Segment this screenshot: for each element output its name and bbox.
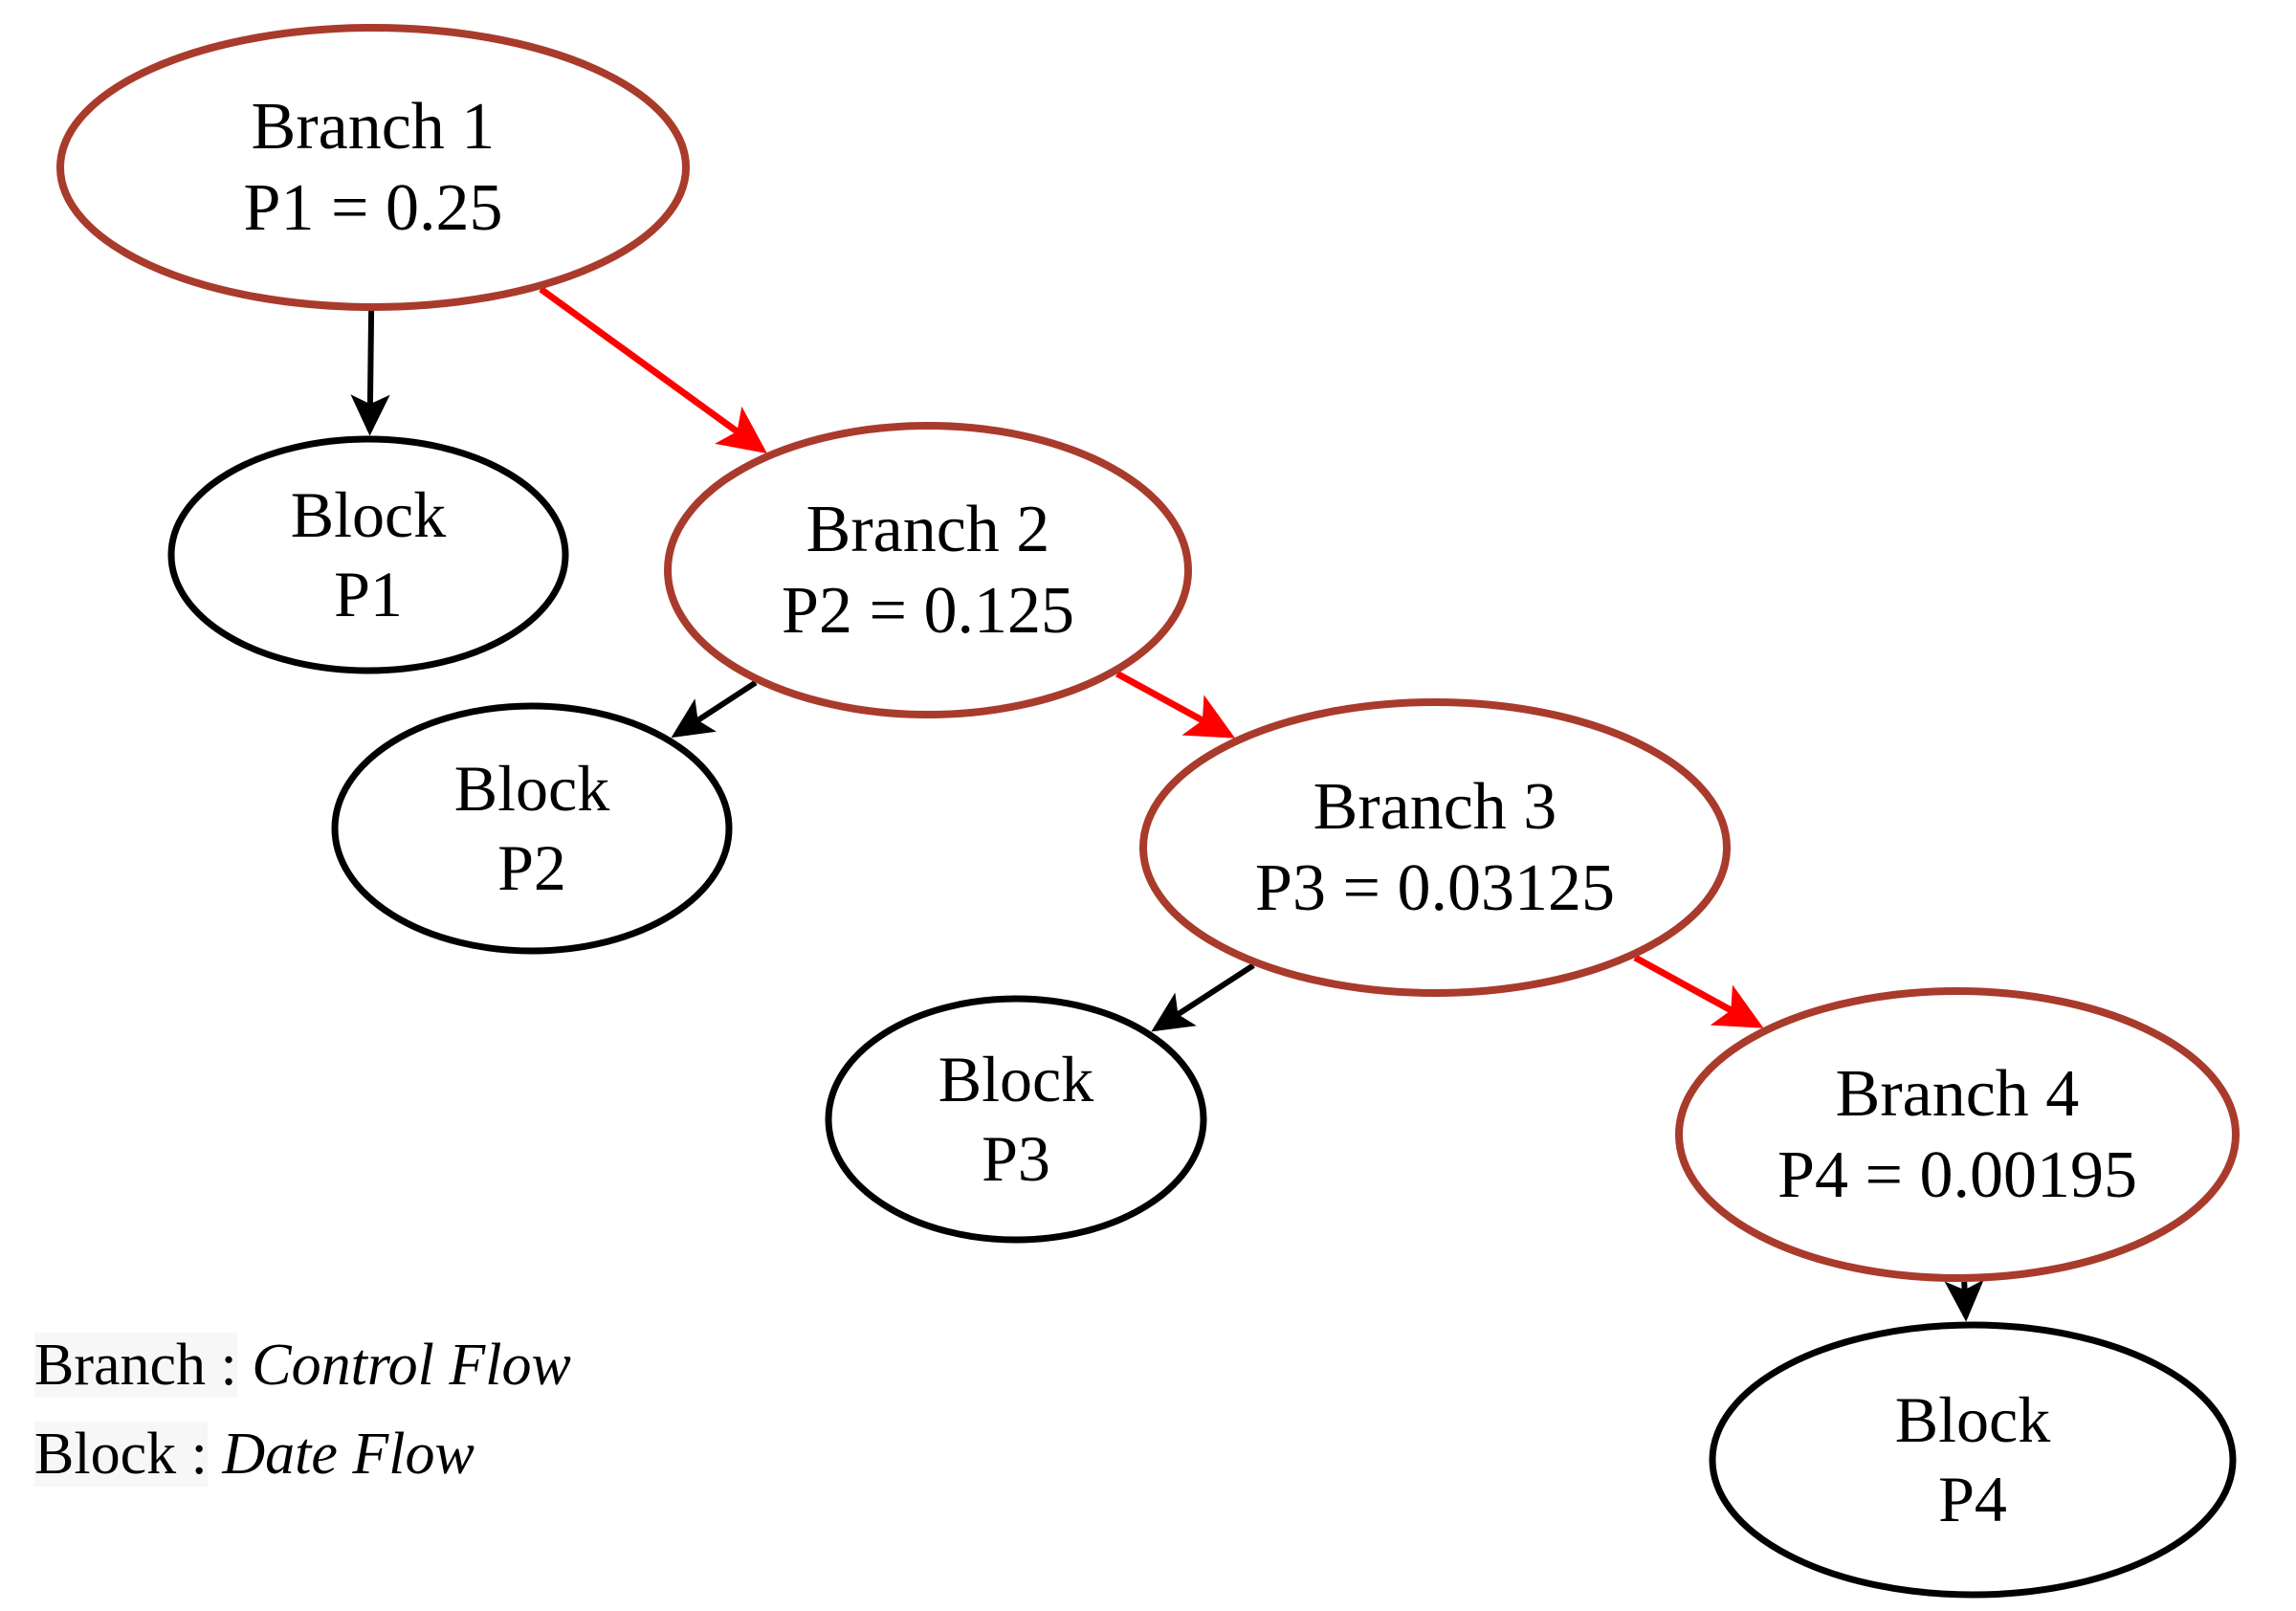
legend-value-branch: Control Flow bbox=[252, 1333, 571, 1398]
legend-key-block: Block : bbox=[34, 1422, 208, 1487]
edge-layer bbox=[350, 286, 1984, 1322]
legend: Branch : Control Flow Block : Date Flow bbox=[34, 1332, 571, 1510]
node-ellipse-branch3[interactable] bbox=[1139, 698, 1731, 997]
node-ellipse-block4[interactable] bbox=[1709, 1321, 2237, 1599]
edge-control-flow bbox=[539, 286, 767, 453]
node-ellipse-branch4[interactable] bbox=[1675, 987, 2240, 1282]
node-layer bbox=[56, 24, 2240, 1599]
node-ellipse-branch1[interactable] bbox=[56, 24, 690, 311]
node-ellipse-block2[interactable] bbox=[331, 702, 733, 955]
node-ellipse-block1[interactable] bbox=[167, 435, 569, 674]
legend-value-block: Date Flow bbox=[222, 1422, 475, 1487]
edge-data-flow bbox=[1151, 962, 1255, 1032]
node-ellipse-block3[interactable] bbox=[825, 995, 1207, 1244]
edge-control-flow bbox=[1633, 954, 1764, 1028]
edge-data-flow bbox=[1944, 1279, 1984, 1322]
legend-row-branch: Branch : Control Flow bbox=[34, 1332, 571, 1400]
edge-data-flow bbox=[350, 310, 390, 436]
legend-key-branch: Branch : bbox=[34, 1333, 237, 1398]
legend-row-block: Block : Date Flow bbox=[34, 1421, 571, 1489]
edge-control-flow bbox=[1115, 671, 1236, 739]
edge-data-flow bbox=[671, 679, 758, 739]
node-ellipse-branch2[interactable] bbox=[664, 422, 1192, 718]
